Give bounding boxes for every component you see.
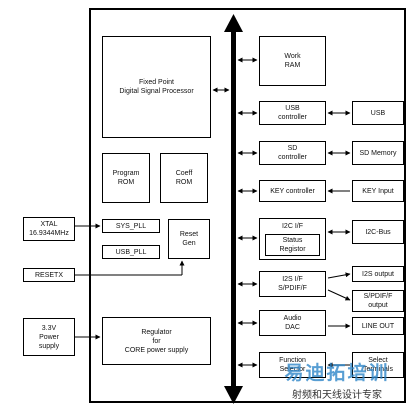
- watermark-sub-text: 射频和天线设计专家: [292, 390, 382, 401]
- dsp-label: Fixed Point Digital Signal Processor: [119, 79, 194, 95]
- key-controller-block: KEY controller: [259, 180, 326, 202]
- power-supply-label: 3.3V Power supply: [38, 324, 60, 350]
- sys-pll-block: SYS_PLL: [102, 219, 160, 233]
- resetx-block: RESETX: [23, 268, 75, 282]
- dsp-block: Fixed Point Digital Signal Processor: [102, 36, 211, 138]
- program-rom-block: Program ROM: [102, 153, 150, 203]
- i2c-bus-label: I2C-Bus: [365, 228, 391, 236]
- reset-gen-label: Reset Gen: [179, 231, 199, 247]
- coeff-rom-label: Coeff ROM: [175, 170, 193, 186]
- audio-dac-label: Audio DAC: [283, 315, 302, 331]
- watermark-main-text: 易迪拓培训: [284, 362, 390, 384]
- key-input-block: KEY Input: [352, 180, 404, 202]
- sd-controller-block: SD controller: [259, 141, 326, 165]
- i2s-output-label: I2S output: [362, 270, 394, 278]
- audio-dac-block: Audio DAC: [259, 310, 326, 336]
- watermark: 易迪拓培训 射频和天线设计专家: [262, 358, 412, 401]
- xtal-block: XTAL 16.9344MHz: [23, 217, 75, 241]
- usb-port-label: USB: [370, 109, 386, 117]
- usb-pll-label: USB_PLL: [115, 248, 147, 256]
- function-selector-label: Function Selector: [279, 357, 306, 373]
- reset-gen-block: Reset Gen: [168, 219, 210, 259]
- i2s-if-label: I2S I/F S/PDIF/F: [278, 276, 307, 292]
- select-terminals-label: Select Terminals: [363, 357, 393, 373]
- work-ram-block: Work RAM: [259, 36, 326, 86]
- function-selector-block: Function Selector: [259, 352, 326, 378]
- i2c-if-label: I2C I/F: [281, 223, 303, 230]
- regulator-label: Regulator for CORE power supply: [124, 328, 189, 354]
- usb-port-block: USB: [352, 101, 404, 125]
- usb-controller-block: USB controller: [259, 101, 326, 125]
- work-ram-label: Work RAM: [284, 53, 301, 69]
- usb-pll-block: USB_PLL: [102, 245, 160, 259]
- i2s-output-block: I2S output: [352, 266, 404, 282]
- sd-controller-label: SD controller: [278, 145, 307, 161]
- spdif-output-block: S/PDIF/F output: [352, 290, 404, 312]
- program-rom-label: Program ROM: [112, 170, 140, 186]
- sys-pll-label: SYS_PLL: [115, 222, 147, 230]
- status-register-label: Status Registor: [279, 237, 306, 253]
- sd-memory-label: SD Memory: [359, 149, 397, 157]
- xtal-label: XTAL 16.9344MHz: [29, 221, 69, 237]
- key-controller-label: KEY controller: [270, 187, 315, 195]
- i2s-if-block: I2S I/F S/PDIF/F: [259, 271, 326, 297]
- key-input-label: KEY Input: [362, 187, 394, 195]
- line-out-label: LINE OUT: [361, 322, 395, 330]
- power-supply-block: 3.3V Power supply: [23, 318, 75, 356]
- usb-controller-label: USB controller: [278, 105, 307, 121]
- regulator-block: Regulator for CORE power supply: [102, 317, 211, 365]
- sd-memory-block: SD Memory: [352, 141, 404, 165]
- status-register-block: Status Registor: [265, 234, 320, 256]
- select-terminals-block: Select Terminals: [352, 352, 404, 378]
- resetx-label: RESETX: [34, 271, 63, 279]
- spdif-output-label: S/PDIF/F output: [363, 293, 393, 309]
- coeff-rom-block: Coeff ROM: [160, 153, 208, 203]
- line-out-block: LINE OUT: [352, 317, 404, 335]
- i2c-bus-block: I2C-Bus: [352, 220, 404, 244]
